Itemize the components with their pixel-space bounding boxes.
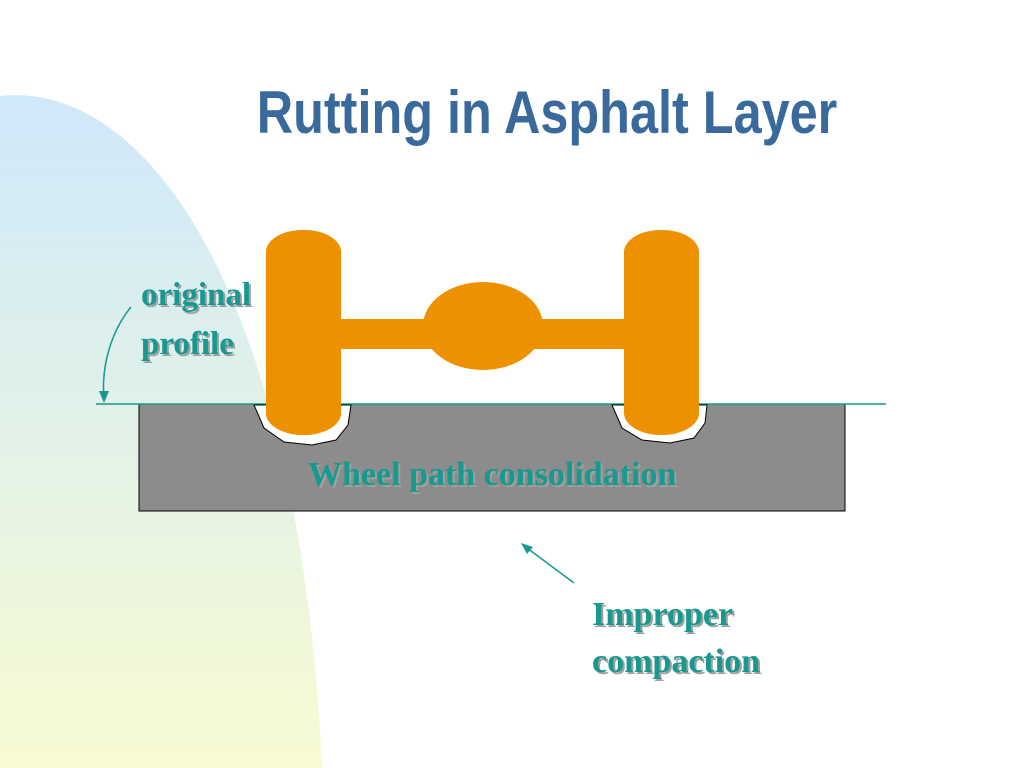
improper-compaction-arrow bbox=[526, 547, 575, 584]
original-label: original bbox=[141, 277, 252, 313]
asphalt-layer bbox=[138, 403, 846, 512]
profile-label: profile bbox=[141, 326, 234, 362]
slide-title: Rutting in Asphalt Layer bbox=[256, 79, 838, 146]
wheel-path-label: Wheel path consolidation bbox=[308, 456, 677, 493]
left-wheel bbox=[266, 230, 341, 435]
compaction-label: compaction bbox=[592, 643, 761, 680]
improper-label: Improper bbox=[592, 596, 734, 633]
differential-hub bbox=[423, 282, 543, 370]
improper-compaction-arrowhead bbox=[521, 543, 533, 554]
right-wheel bbox=[624, 230, 699, 435]
original-profile-arrow bbox=[102, 306, 132, 399]
original-profile-arrowhead bbox=[99, 391, 109, 403]
